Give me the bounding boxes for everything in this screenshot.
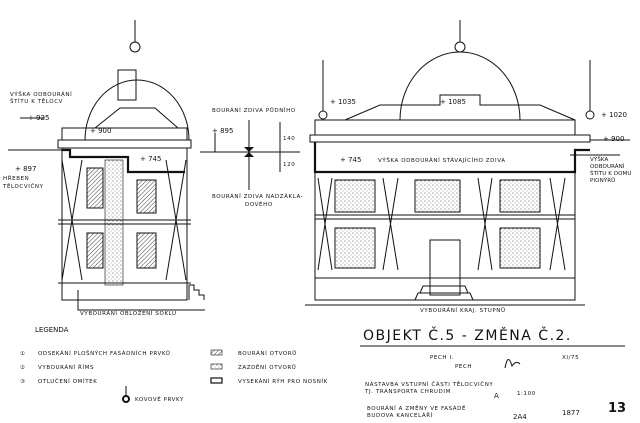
left-elevation: VÝŠKA ODBOURÁNÍ ŠTÍTU K TĚLOCV + 925 + 9…: [2, 20, 205, 317]
label-bottom-2: DOVÉHO: [245, 200, 273, 208]
author-2: PECH: [455, 364, 472, 370]
label-hreben-1: HŘEBEN: [3, 174, 29, 182]
label-right-1: VÝŠKA: [590, 156, 609, 163]
desc2-line2: BUDOVA KANCELÁŘÍ: [367, 411, 433, 419]
level-745: + 745: [140, 155, 161, 163]
format: A: [494, 392, 499, 400]
level-925: + 925: [28, 114, 49, 122]
drawing-number: 2A4: [513, 413, 527, 421]
level-895: + 895: [212, 127, 233, 135]
level-1035: + 1035: [330, 98, 356, 106]
label-top: BOURÁNÍ ZDIVA PŮDNÍHO: [212, 107, 296, 114]
page-number: 13: [608, 401, 626, 416]
label-hreben-2: TĚLOCVIČNY: [2, 182, 44, 190]
dim-upper: 140: [283, 136, 295, 142]
label-top-1: VÝŠKA ODBOURÁNÍ: [10, 91, 72, 98]
desc2-line1: BOURÁNÍ A ZMĚNY VE FASÁDĚ: [367, 404, 466, 412]
legend-item-1: ODSEKÁNÍ PLOŠNÝCH FASÁDNÍCH PRVKŮ: [38, 350, 171, 357]
right-elevation: + 1035 + 1085 + 1020 + 900 + 745 VÝŠKA O…: [305, 20, 632, 314]
title-block: OBJEKT Č.5 - ZMĚNA Č.2. PECH I. PECH XI/…: [360, 326, 626, 421]
legend-symbol-3: ③: [20, 379, 26, 385]
dim-lower: 120: [283, 162, 295, 168]
anchor-icon: [122, 395, 130, 403]
label-right-3: ŠTÍTU K DOMU: [590, 170, 632, 177]
level-900: + 900: [90, 127, 111, 135]
label-bottom-1: BOURÁNÍ ZDIVA NADZÁKLA-: [212, 193, 303, 200]
legend-title: LEGENDA: [35, 326, 69, 334]
hatch-item-3: VYSEKÁNÍ RÝH PRO NOSNÍK: [238, 378, 328, 385]
label-top-2: ŠTÍTU K TĚLOCV: [10, 97, 63, 105]
sheet-title: OBJEKT Č.5 - ZMĚNA Č.2.: [363, 326, 572, 344]
signature: [504, 359, 521, 369]
label-right-2: ODBOURÁNÍ: [590, 163, 625, 170]
level-900: + 900: [603, 135, 624, 143]
date: XI/75: [562, 355, 579, 361]
level-745: + 745: [340, 156, 361, 164]
legend-symbol-1: ①: [20, 351, 26, 357]
note-bottom-right: VYBOURÁNÍ KRAJ. STUPNŮ: [420, 307, 506, 314]
scale: 1:100: [517, 391, 536, 397]
author: PECH I.: [430, 355, 454, 361]
level-1085: + 1085: [440, 98, 466, 106]
hatch-item-2: ZAZDĚNÍ OTVORŮ: [238, 363, 296, 371]
desc1-line2: TJ. TRANSPORTA CHRUDIM: [364, 389, 451, 395]
section-detail: BOURÁNÍ ZDIVA PŮDNÍHO + 895 140 120 BOUR…: [200, 107, 303, 208]
label-right-4: PIONÝRŮ: [590, 177, 615, 184]
level-897: + 897: [15, 165, 36, 173]
legend-item-3: OTLUČENÍ OMÍTEK: [38, 378, 97, 385]
note-bottom-left: VYBOURÁNÍ OBLOŽENÍ SOKLU: [80, 309, 177, 317]
anchor-label: KOVOVÉ PRVKY: [135, 395, 184, 403]
band-text: VÝŠKA ODBOURÁNÍ STÁVAJÍCÍHO ZDIVA: [378, 157, 506, 164]
legend-symbol-2: ②: [20, 364, 26, 371]
code: 1877: [562, 409, 580, 417]
hatch-item-1: BOURÁNÍ OTVORŮ: [238, 350, 297, 357]
legend-item-2: VYBOURÁNÍ ŘÍMS: [38, 363, 94, 371]
level-1020: + 1020: [601, 111, 627, 119]
legend: LEGENDA ① ODSEKÁNÍ PLOŠNÝCH FASÁDNÍCH PR…: [20, 326, 328, 403]
desc1-line1: NÁSTAVBA VSTUPNÍ ČÁSTI TĚLOCVIČNY: [365, 380, 493, 388]
